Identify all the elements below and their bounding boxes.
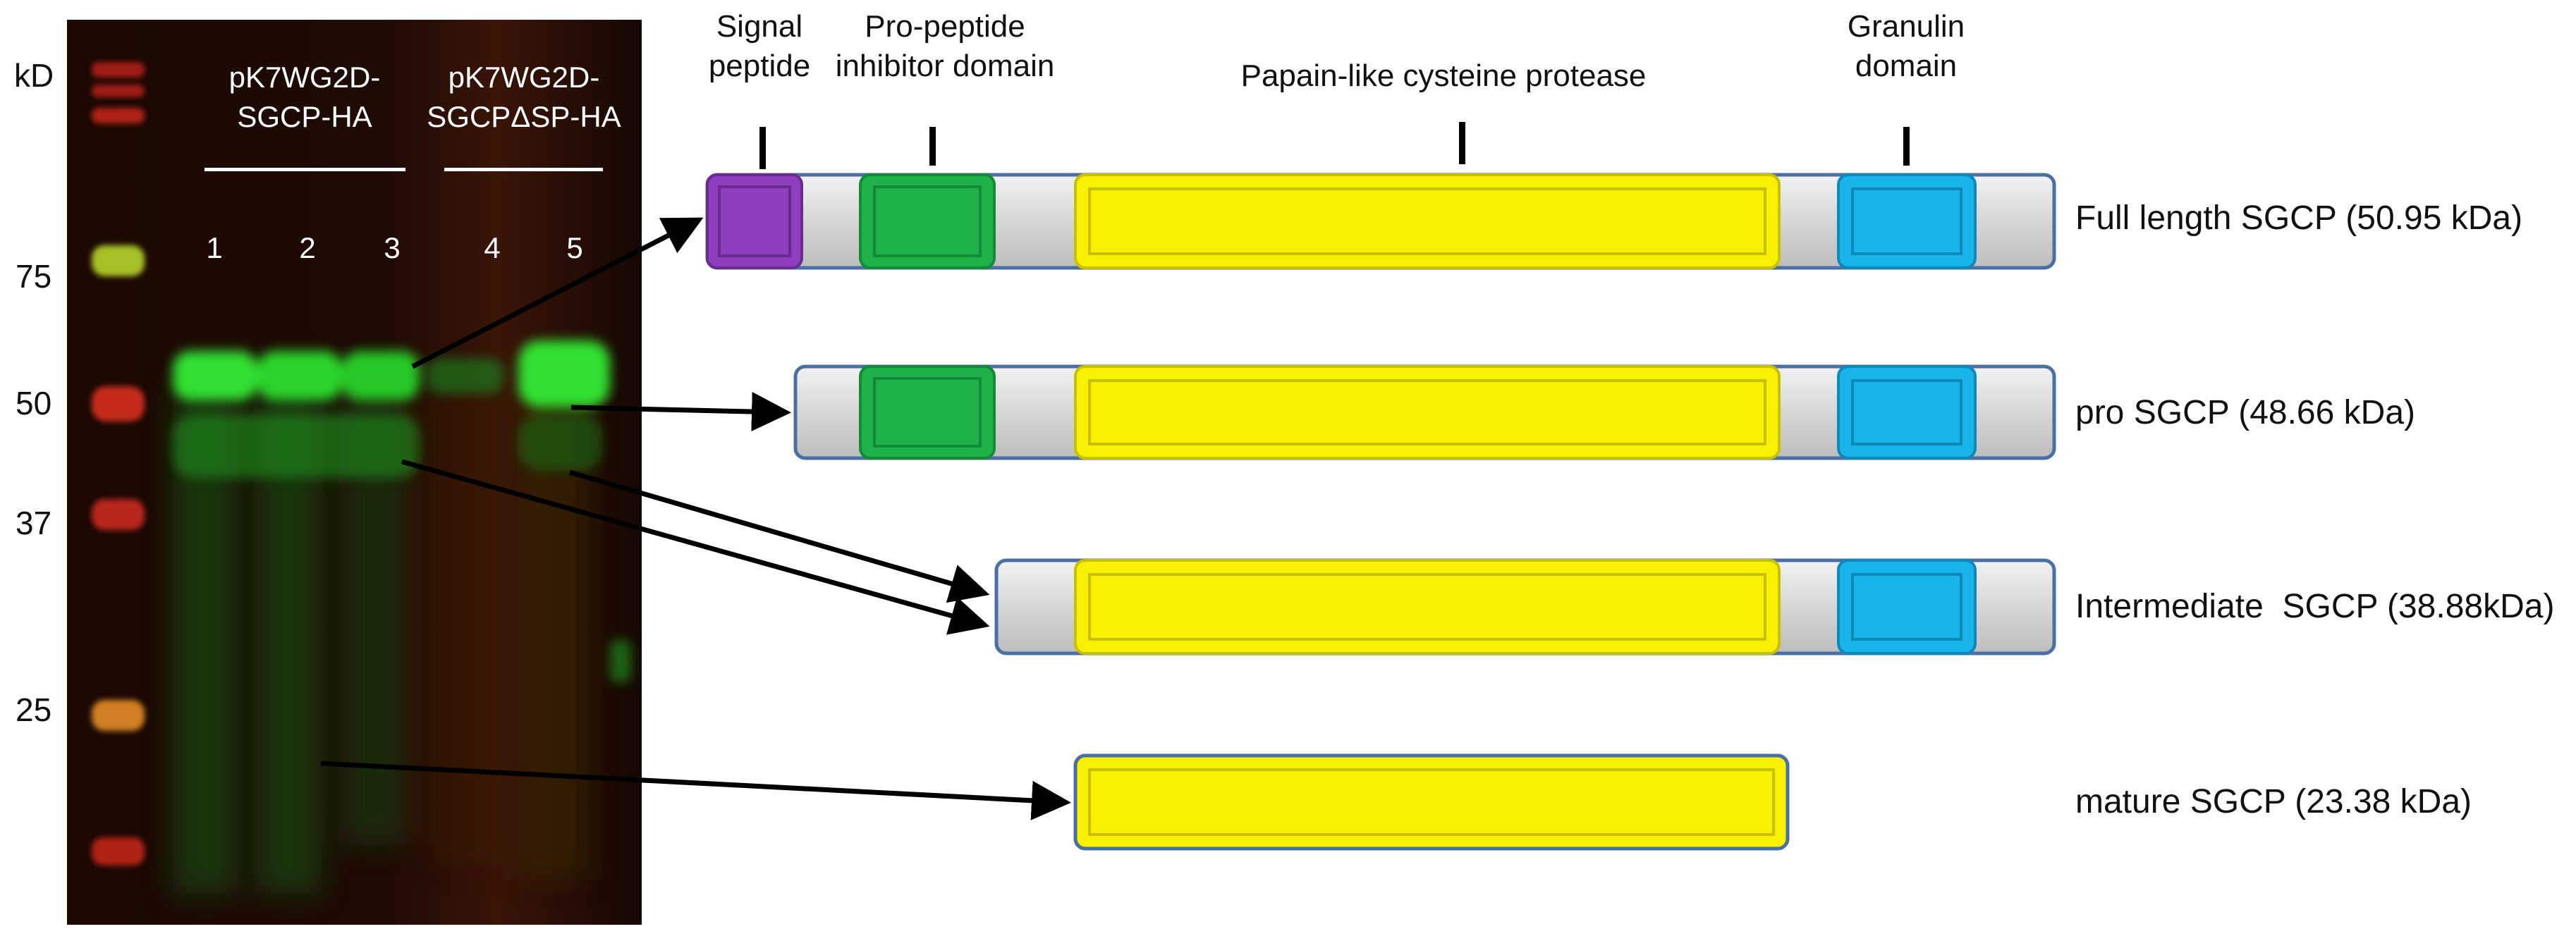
construct-full-length (705, 173, 2056, 270)
granulin-tick (1903, 127, 1910, 166)
pro-protease (1074, 365, 1781, 460)
marker-label-50: 50 (16, 385, 52, 421)
kd-units-label: kD (14, 57, 54, 94)
construct-mature (1073, 753, 1790, 851)
marker-label-75: 75 (16, 258, 52, 295)
intermediate-granulin (1837, 559, 1977, 655)
marker-label-37: 37 (16, 505, 52, 541)
mature-protease (1073, 753, 1790, 851)
full-length-signal-peptide (706, 173, 803, 269)
gel-group-1-label: pK7WG2D- SGCP-HA (228, 61, 381, 133)
pro-propeptide (859, 365, 996, 460)
lane-label-2: 2 (299, 231, 316, 264)
construct-label-full-length: Full length SGCP (50.95 kDa) (2075, 199, 2523, 237)
pro-granulin (1837, 365, 1977, 460)
propeptide-header: Pro-peptide inhibitor domain (835, 9, 1055, 83)
protein-ladder (92, 62, 145, 866)
construct-intermediate (994, 558, 2056, 655)
group-2-underline (444, 168, 603, 171)
lane-label-4: 4 (484, 231, 501, 264)
intermediate-protease (1074, 559, 1781, 655)
full-length-granulin (1837, 173, 1977, 269)
gel-group-2-label: pK7WG2D- SGCPΔSP-HA (427, 61, 621, 133)
propeptide-tick (929, 127, 936, 166)
construct-label-pro: pro SGCP (48.66 kDa) (2075, 394, 2415, 431)
arrow-to-intermediate-a (569, 469, 990, 603)
construct-label-intermediate: Intermediate SGCP (38.88kDa) (2075, 588, 2555, 625)
construct-label-mature: mature SGCP (23.38 kDa) (2075, 783, 2472, 820)
lane-label-5: 5 (566, 231, 583, 264)
lane-label-3: 3 (384, 231, 401, 264)
marker-label-25: 25 (16, 691, 52, 728)
arrow-to-pro (570, 392, 791, 432)
arrow-to-mature (320, 761, 1071, 820)
arrow-to-full-length (411, 217, 704, 369)
signal-peptide-header: Signal peptide (708, 9, 811, 83)
arrow-to-intermediate-b (401, 459, 990, 635)
full-length-propeptide (859, 173, 996, 269)
lane-label-1: 1 (206, 231, 223, 264)
group-1-underline (205, 168, 405, 171)
protease-tick (1459, 122, 1465, 164)
construct-pro (793, 364, 2056, 460)
protease-header: Papain-like cysteine protease (1240, 59, 1647, 93)
full-length-protease (1074, 173, 1781, 269)
western-blot-gel: pK7WG2D- SGCP-HA pK7WG2D- SGCPΔSP-HA 1 2… (67, 20, 642, 925)
granulin-header: Granulin domain (1847, 9, 1965, 83)
band-arrows (320, 217, 1071, 820)
signal-peptide-tick (759, 127, 766, 169)
protein-bands (173, 340, 631, 682)
